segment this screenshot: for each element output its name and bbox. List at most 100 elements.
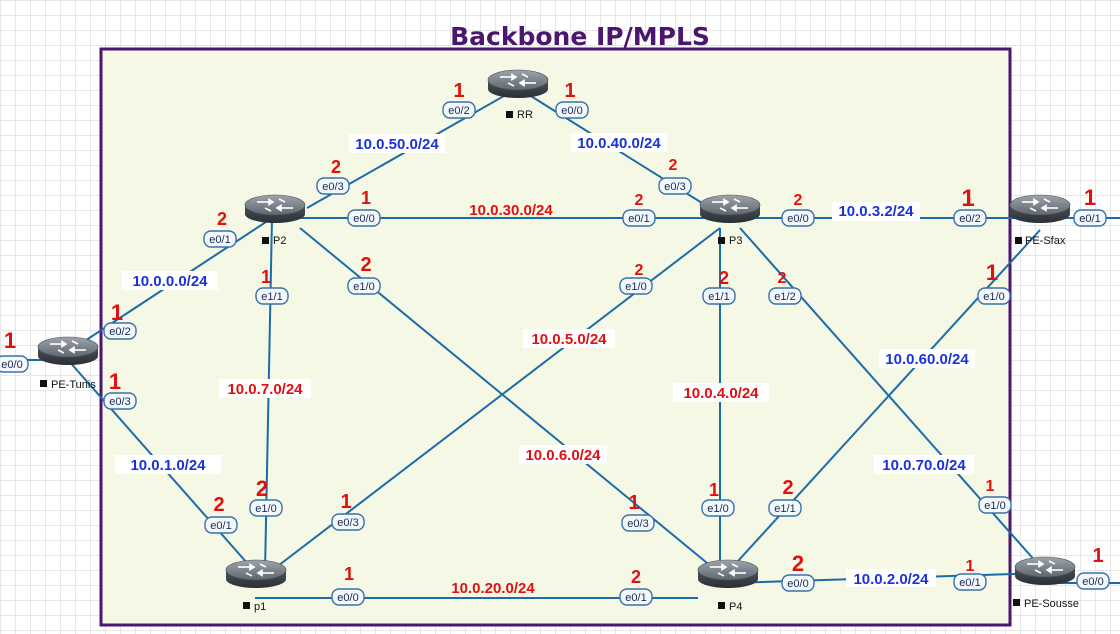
router-pe-tunis[interactable]: PE-Tunis <box>37 336 99 391</box>
port-box <box>1073 209 1107 227</box>
cost-label: 1 <box>709 480 719 500</box>
port-box <box>701 499 735 517</box>
subnet-label: 10.0.6.0/24 <box>525 447 601 464</box>
port-label: e1/0 <box>707 503 728 515</box>
subnet-label-bg <box>122 271 218 290</box>
port-box <box>0 355 29 373</box>
port-label: e0/0 <box>787 578 808 590</box>
subnet-label-bg <box>874 455 974 474</box>
port-label: e0/1 <box>209 234 230 246</box>
subnet-label-bg <box>673 383 769 402</box>
interface-port: e0/3 <box>103 392 137 410</box>
interface-port: e0/0 <box>555 101 589 119</box>
interface-port: e0/0 <box>347 209 381 227</box>
router-label: PE-Sfax <box>1025 235 1066 247</box>
router-label: PE-Tunis <box>51 379 96 391</box>
interface-port: e1/2 <box>768 287 802 305</box>
node-marker <box>1015 237 1022 244</box>
subnet-label: 10.0.60.0/24 <box>885 351 969 368</box>
port-label: e1/0 <box>625 281 646 293</box>
interface-port: e1/0 <box>978 496 1012 514</box>
router-p1[interactable]: p1 <box>225 559 287 613</box>
subnet-label: 10.0.7.0/24 <box>227 381 303 398</box>
port-label: e0/2 <box>109 326 130 338</box>
port-box <box>953 573 987 591</box>
node-marker <box>1013 599 1020 606</box>
port-box <box>442 101 476 119</box>
cost-label: 2 <box>360 254 371 276</box>
cost-label: 1 <box>344 564 354 584</box>
cost-label: 1 <box>986 260 998 285</box>
subnet-label-bg <box>219 379 311 398</box>
port-box <box>331 588 365 606</box>
port-box <box>978 496 1012 514</box>
router-p3[interactable]: P3 <box>699 194 761 247</box>
port-label: e0/3 <box>664 181 685 193</box>
interface-port: e0/1 <box>1073 209 1107 227</box>
interface-port: e0/2 <box>953 209 987 227</box>
port-label: e0/1 <box>210 520 231 532</box>
port-label: e0/0 <box>787 213 808 225</box>
cost-label: 2 <box>631 567 641 587</box>
router-icon <box>1014 556 1076 586</box>
port-box <box>977 287 1011 305</box>
port-label: e0/2 <box>448 105 469 117</box>
port-label: e1/1 <box>261 291 282 303</box>
interface-port: e0/0 <box>781 574 815 592</box>
port-label: e0/0 <box>353 213 374 225</box>
port-label: e0/0 <box>337 592 358 604</box>
router-pe-sfax[interactable]: PE-Sfax <box>1009 194 1071 247</box>
node-marker <box>506 111 513 118</box>
port-label: e1/0 <box>984 500 1005 512</box>
port-box <box>331 513 365 531</box>
port-box <box>658 177 692 195</box>
router-p2[interactable]: P2 <box>244 194 306 247</box>
port-label: e1/0 <box>255 503 276 515</box>
port-label: e1/0 <box>983 291 1004 303</box>
router-rr[interactable]: RR <box>487 69 549 121</box>
port-label: e0/1 <box>1079 213 1100 225</box>
port-box <box>781 574 815 592</box>
cost-label: 1 <box>453 80 464 102</box>
subnet-label: 10.0.40.0/24 <box>577 135 661 152</box>
interface-port: e0/0 <box>781 209 815 227</box>
port-box <box>619 588 653 606</box>
cost-label: 2 <box>782 477 793 499</box>
port-label: e0/0 <box>561 105 582 117</box>
cost-label: 2 <box>256 476 268 501</box>
cost-label: 1 <box>340 491 351 513</box>
interface-port: e1/1 <box>702 287 736 305</box>
port-box <box>619 277 653 295</box>
diagram-title: Backbone IP/MPLS <box>450 22 710 51</box>
interface-port: e0/3 <box>331 513 365 531</box>
subnet-label: 10.0.50.0/24 <box>355 136 439 153</box>
port-label: e0/3 <box>322 181 343 193</box>
port-box <box>953 209 987 227</box>
subnet-label-bg <box>879 349 975 368</box>
interface-port: e1/0 <box>347 277 381 295</box>
interface-port: e0/1 <box>204 516 238 534</box>
interface-ports: e0/2 e0/0 e0/3 e0/1 e0/0 e1/0 e1/1 e0/3 e0/1 e0/0… <box>0 101 1110 606</box>
subnet-label-bg <box>519 445 607 464</box>
cost-label: 2 <box>669 157 678 174</box>
port-box <box>555 101 589 119</box>
cost-label: 2 <box>792 551 804 576</box>
router-icon <box>699 194 761 224</box>
port-label: e1/1 <box>708 291 729 303</box>
cost-label: 1 <box>361 188 371 208</box>
cost-label: 2 <box>719 268 729 288</box>
router-label: P2 <box>273 235 286 247</box>
cost-label: 2 <box>778 270 787 287</box>
node-marker <box>243 602 250 609</box>
router-icon <box>697 559 759 589</box>
node-marker <box>262 237 269 244</box>
router-p4[interactable]: P4 <box>697 559 759 613</box>
port-box <box>1076 572 1110 590</box>
subnet-label: 10.0.20.0/24 <box>451 580 535 597</box>
router-label: P4 <box>729 601 742 613</box>
node-marker <box>718 237 725 244</box>
cost-label: 1 <box>564 80 575 102</box>
interface-port: e0/0 <box>0 355 29 373</box>
interface-port: e0/3 <box>316 177 350 195</box>
router-pe-sousse[interactable]: PE-Sousse <box>1013 556 1079 610</box>
